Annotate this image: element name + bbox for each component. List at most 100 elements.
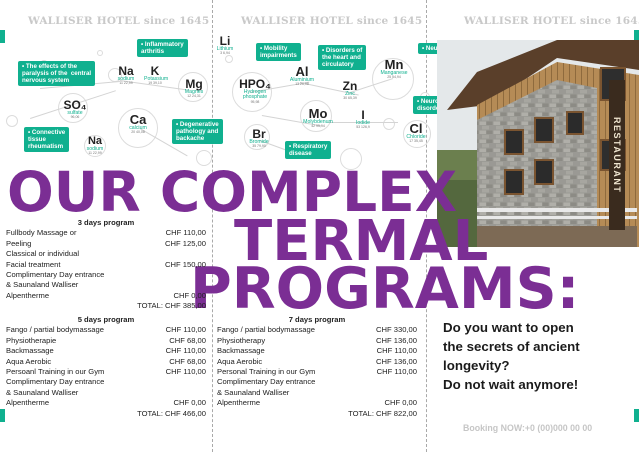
program-header: 3 days program bbox=[77, 218, 135, 227]
program-total: TOTAL: CHF 822,00 bbox=[348, 408, 417, 418]
program-row: Alpentherme CHF 0,00 bbox=[6, 291, 206, 301]
tag-degenerative-pathology: • Degenerative pathology and backache bbox=[172, 119, 223, 145]
program-row: Backmassage CHF 110,00 bbox=[6, 346, 206, 356]
hotel-brand-right: WALLISER HOTEL since 1645 bbox=[464, 15, 639, 27]
program-row: & Saunaland Walliser bbox=[6, 280, 206, 290]
treatment-name: Physiotherapy bbox=[217, 335, 266, 345]
treatment-price: CHF 110,00 bbox=[165, 346, 206, 356]
program-row: Alpentherme CHF 0,00 bbox=[217, 398, 417, 408]
headline-line-2: TERMAL bbox=[234, 209, 489, 274]
booking-phone[interactable]: Booking NOW:+0 (00)000 00 00 bbox=[463, 423, 593, 433]
program-row: Fango / partial bodymassage CHF 110,00 bbox=[6, 325, 206, 335]
program-row: Complimentary Day entrance bbox=[6, 270, 206, 280]
treatment-name: Complimentary Day entrance bbox=[6, 270, 105, 280]
treatment-name: & Saunaland Walliser bbox=[6, 387, 79, 397]
element-sulfate: SO₄ sulfate 96,06 bbox=[63, 98, 87, 120]
tag-respiratory-disease: • Respiratory disease bbox=[285, 141, 332, 160]
treatment-name: Complimentary Day entrance bbox=[217, 377, 316, 387]
hotel-brand-center: WALLISER HOTEL since 1645 bbox=[241, 15, 423, 27]
treatment-name: Aqua Aerobic bbox=[6, 356, 52, 366]
headline-line-1: OUR COMPLEX bbox=[7, 160, 458, 224]
element-magnesium: Mg Magnes 12 24,31 bbox=[184, 77, 204, 99]
element-lithium: Li Lithium 3 6,94 bbox=[216, 34, 234, 56]
treatment-price: CHF 110,00 bbox=[376, 367, 417, 377]
treatment-name: Alpentherme bbox=[217, 398, 261, 408]
element-sodium: Na sodium 11 22,99 bbox=[117, 64, 135, 86]
program-header: 7 days program bbox=[288, 315, 346, 324]
treatment-price: CHF 68,00 bbox=[169, 356, 206, 366]
treatment-price: CHF 110,00 bbox=[376, 346, 417, 356]
treatment-name: Peeling bbox=[6, 238, 32, 248]
program-3-days: 3 days program Fullbody Massage or CHF 11… bbox=[6, 218, 206, 312]
treatment-name: Backmassage bbox=[6, 346, 54, 356]
element-sodium-secondary: Na sodium 11 22,99 bbox=[86, 135, 104, 156]
treatment-name: Fango / partial bodymassage bbox=[6, 325, 104, 335]
treatment-name: Fullbody Massage or bbox=[6, 228, 77, 238]
treatment-name: & Saunaland Walliser bbox=[6, 280, 79, 290]
fold-line-right bbox=[426, 0, 427, 452]
program-row: Persoanl Training in our Gym CHF 110,00 bbox=[6, 367, 206, 377]
hotel-brand-left: WALLISER HOTEL since 1645 bbox=[28, 15, 210, 27]
program-row: & Saunaland Walliser bbox=[6, 388, 206, 398]
element-calcium: Ca calcium 20 40,08 bbox=[129, 112, 147, 135]
program-row: & Saunaland Walliser bbox=[217, 388, 417, 398]
fold-line-left bbox=[212, 0, 213, 452]
treatment-price: CHF 110,00 bbox=[165, 367, 206, 377]
treatment-price: CHF 0,00 bbox=[173, 290, 207, 300]
treatment-price: CHF 110,00 bbox=[165, 325, 206, 335]
treatment-name: Personal Training in our Gym bbox=[217, 367, 316, 377]
corner-mark bbox=[0, 30, 5, 43]
element-manganese: Mn Manganese 25 54,94 bbox=[380, 57, 408, 80]
program-row: Peeling CHF 125,00 bbox=[6, 239, 206, 249]
element-hydrogen-phosphate: HPO₄ Hydrogen phosphate 95,98 bbox=[239, 77, 271, 104]
program-row: Fullbody Massage or CHF 110,00 bbox=[6, 228, 206, 238]
program-row: Complimentary Day entrance bbox=[217, 377, 417, 387]
program-row: Aqua Aerobic CHF 68,00 bbox=[6, 357, 206, 367]
tag-heart-disorders: • Disorders of the heart and circulatory bbox=[318, 45, 367, 71]
program-row: Backmassage CHF 110,00 bbox=[217, 346, 417, 356]
treatment-price: CHF 136,00 bbox=[376, 335, 417, 345]
element-aluminium: Al Aluminium 13 26,98 bbox=[289, 64, 315, 87]
treatment-price: CHF 150,00 bbox=[165, 259, 206, 269]
program-total: TOTAL: CHF 466,00 bbox=[137, 408, 206, 418]
program-row: Personal Training in our Gym CHF 110,00 bbox=[217, 367, 417, 377]
tag-mobility-impairments: • Mobility impairments bbox=[256, 43, 301, 62]
element-molybdenum: Mo Molybdenum 42 95,94 bbox=[303, 106, 333, 129]
treatment-name: Persoanl Training in our Gym bbox=[6, 367, 105, 377]
element-bromide: Br Bromide 35 79,90 bbox=[249, 127, 269, 149]
treatment-name: Alpentherme bbox=[6, 398, 50, 408]
tag-inflammatory-arthritis: • Inflammatory arthritis bbox=[137, 39, 188, 58]
treatment-price: CHF 136,00 bbox=[376, 356, 417, 366]
treatment-name: Backmassage bbox=[217, 346, 265, 356]
headline-line-3: PROGRAMS: bbox=[190, 256, 580, 322]
program-row: Aqua Aerobic CHF 136,00 bbox=[217, 357, 417, 367]
program-row: Alpentherme CHF 0,00 bbox=[6, 398, 206, 408]
program-5-days: 5 days program Fango / partial bodymassa… bbox=[6, 315, 206, 419]
treatment-price: CHF 0,00 bbox=[384, 398, 418, 408]
element-chloride: Cl Chloride 17 35,45 bbox=[406, 121, 426, 144]
program-row: Classical or individual bbox=[6, 249, 206, 259]
element-zinc: Zn Zinc 30 65,39 bbox=[342, 79, 358, 101]
treatment-name: Classical or individual bbox=[6, 249, 80, 259]
program-row: Facial treatment CHF 150,00 bbox=[6, 260, 206, 270]
program-total: TOTAL: CHF 385,00 bbox=[137, 301, 206, 311]
hotel-building-photo: RESTAURANT bbox=[437, 40, 639, 247]
restaurant-sign: RESTAURANT bbox=[612, 116, 622, 194]
corner-mark bbox=[634, 409, 639, 422]
program-row: Physiotherapy CHF 136,00 bbox=[217, 336, 417, 346]
tag-connective-tissue: • Connective tissue rheumatism bbox=[24, 127, 70, 153]
treatment-name: Alpentherme bbox=[6, 290, 50, 300]
program-row: Complimentary Day entrance bbox=[6, 377, 206, 387]
treatment-name: Complimentary Day entrance bbox=[6, 377, 105, 387]
treatment-price: CHF 68,00 bbox=[169, 335, 206, 345]
treatment-price: CHF 125,00 bbox=[165, 238, 206, 248]
program-header: 5 days program bbox=[77, 315, 135, 324]
corner-mark bbox=[0, 409, 5, 422]
treatment-name: Aqua Aerobic bbox=[217, 356, 263, 366]
element-potassium: K Potassium 19 39,10 bbox=[144, 64, 169, 86]
longevity-question: Do you want to open the secrets of ancie… bbox=[443, 320, 580, 392]
treatment-name: Facial treatment bbox=[6, 259, 61, 269]
treatment-price: CHF 110,00 bbox=[165, 228, 206, 238]
treatment-price: CHF 0,00 bbox=[173, 398, 207, 408]
